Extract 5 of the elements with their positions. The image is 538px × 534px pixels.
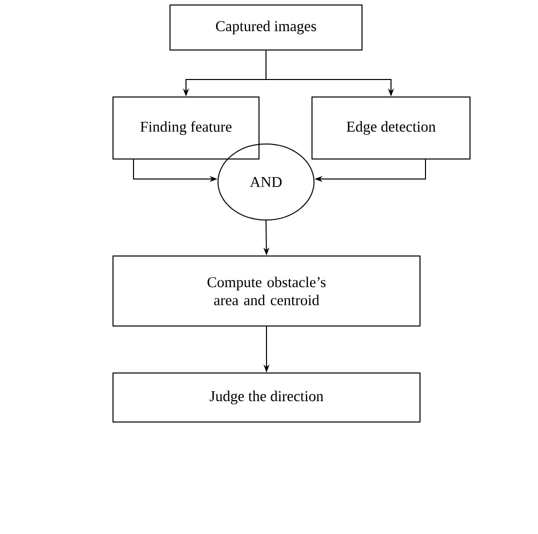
- process-box: Captured images: [170, 4, 362, 50]
- process-box: Edge detection: [312, 96, 470, 160]
- process-box: Judge the direction: [112, 372, 420, 422]
- process-box: Finding feature: [112, 96, 260, 160]
- process-box: Compute obstacle’s area and centroid: [112, 256, 420, 326]
